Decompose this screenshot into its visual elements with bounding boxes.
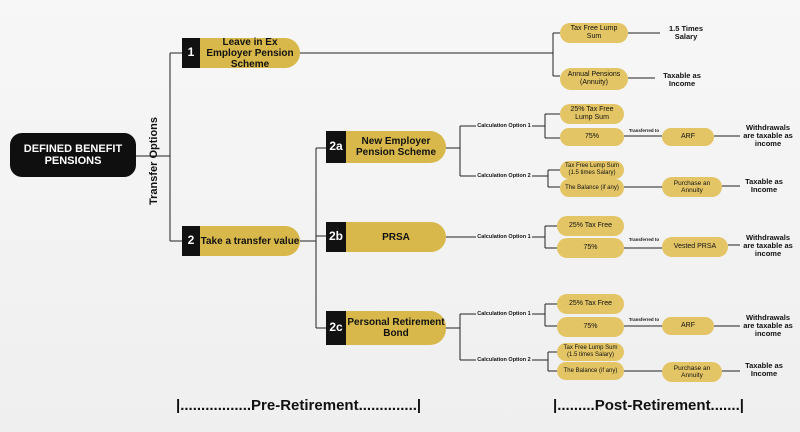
option-2b-label: PRSA	[382, 231, 410, 243]
annual-pensions-result: Taxable as Income	[663, 70, 701, 88]
2b-25-tax-free-node: 25% Tax Free	[557, 216, 624, 236]
2c-calc-option-2: Calculation Option 2	[477, 356, 531, 363]
option-2c-label: Personal Retirement Bond	[347, 317, 445, 339]
option-2a-label: New Employer Pension Scheme	[355, 136, 437, 158]
2a-annuity-node: Purchase an Annuity	[662, 177, 722, 197]
2a-balance-node: The Balance (if any)	[560, 179, 624, 197]
2c-75-node: 75%	[557, 317, 624, 337]
annual-pensions-node: Annual Pensions (Annuity)	[560, 68, 628, 90]
2c-25-tax-free-node: 25% Tax Free	[557, 294, 624, 314]
2c-arf-result: Withdrawals are taxable as income	[743, 312, 793, 339]
root-label: DEFINED BENEFIT PENSIONS	[23, 142, 123, 167]
2c-calc-option-1: Calculation Option 1	[477, 310, 531, 317]
option-1-number: 1	[182, 38, 200, 68]
option-2b-node: PRSA	[346, 222, 446, 252]
2b-calc-option-1: Calculation Option 1	[477, 233, 531, 240]
transfer-options-label: Transfer Options	[148, 116, 160, 205]
2a-75-node: 75%	[560, 128, 624, 146]
2a-25-tax-free-node: 25% Tax Free Lump Sum	[560, 104, 624, 124]
option-2c-node: Personal Retirement Bond	[346, 311, 446, 345]
option-2-number: 2	[182, 226, 200, 256]
2a-annuity-result: Taxable as Income	[745, 176, 783, 194]
2b-75-node: 75%	[557, 238, 624, 258]
2b-vested-prsa-node: Vested PRSA	[662, 237, 728, 257]
2b-vested-prsa-result: Withdrawals are taxable as income	[743, 232, 793, 259]
option-2-node: Take a transfer value	[200, 226, 300, 256]
option-2-label: Take a transfer value	[200, 235, 300, 247]
2a-calc-option-1: Calculation Option 1	[477, 122, 531, 129]
2c-annuity-node: Purchase an Annuity	[662, 362, 722, 382]
2a-transferred-to: Transferred to	[628, 127, 660, 133]
option-2b-number: 2b	[326, 222, 346, 252]
post-retirement-label: |.........Post-Retirement.......|	[553, 397, 744, 414]
root-node: DEFINED BENEFIT PENSIONS	[10, 133, 136, 177]
2a-arf-result: Withdrawals are taxable as income	[743, 122, 793, 149]
2c-balance-node: The Balance (if any)	[557, 362, 624, 380]
2c-transferred-to: Transferred to	[628, 316, 660, 322]
option-2c-number: 2c	[326, 311, 346, 345]
option-2a-node: New Employer Pension Scheme	[346, 131, 446, 163]
2a-lump-sum-node: Tax Free Lump Sum (1.5 times Salary)	[560, 161, 624, 179]
2b-transferred-to: Transferred to	[628, 236, 660, 242]
option-1-node: Leave in Ex Employer Pension Scheme	[200, 36, 300, 70]
2c-arf-node: ARF	[662, 317, 714, 335]
option-2a-number: 2a	[326, 131, 346, 163]
option-1-label: Leave in Ex Employer Pension Scheme	[206, 36, 294, 70]
2a-arf-node: ARF	[662, 128, 714, 146]
tax-free-lump-sum-node: Tax Free Lump Sum	[560, 23, 628, 43]
lump-sum-result: 1.5 Times Salary	[668, 23, 704, 41]
2c-lump-sum-node: Tax Free Lump Sum (1.5 times Salary)	[557, 343, 624, 361]
pre-retirement-label: |.................Pre-Retirement........…	[176, 397, 422, 414]
2a-calc-option-2: Calculation Option 2	[477, 172, 531, 179]
2c-annuity-result: Taxable as Income	[745, 360, 783, 378]
